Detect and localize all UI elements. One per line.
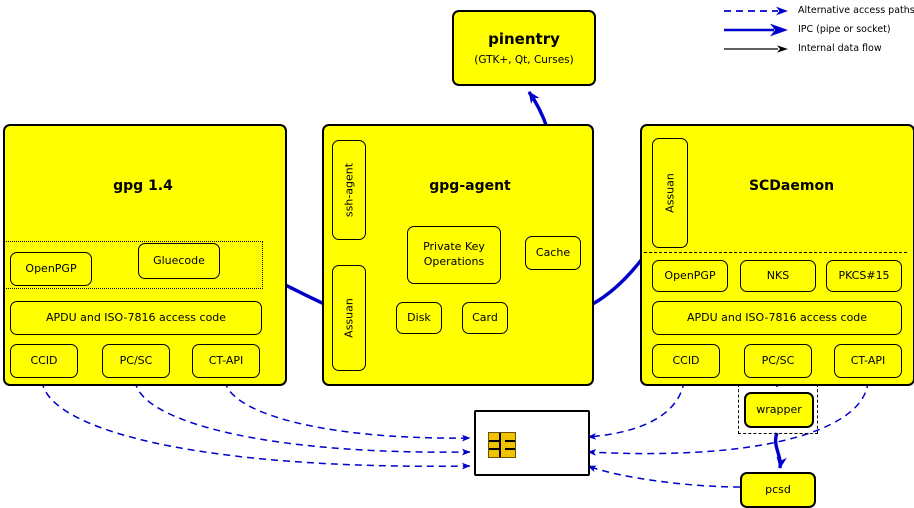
pko-line2: Operations — [423, 255, 485, 268]
legend-label-internal: Internal data flow — [798, 43, 882, 54]
legend-row-ipc: IPC (pipe or socket) — [722, 21, 914, 39]
wrapper-dashed-region — [738, 384, 818, 434]
alt-scd-ctapi-to-card — [587, 380, 869, 456]
panel-scdaemon-title: SCDaemon — [748, 178, 835, 194]
gpgagent-assuan-label: Assuan — [342, 298, 356, 338]
smart-card[interactable] — [474, 410, 590, 476]
scdaemon-assuan-label: Assuan — [663, 173, 677, 213]
gpgagent-sshagent-label: ssh-agent — [342, 162, 356, 218]
gpg-driver-pcsc[interactable]: PC/SC — [102, 344, 170, 378]
scdaemon-driver-ccid[interactable]: CCID — [652, 344, 720, 378]
alt-gpg-ctapi-to-card — [224, 380, 471, 442]
gpg-openpgp-dotted-region — [4, 241, 263, 289]
ipc-arrow-icon — [724, 23, 788, 37]
gpgagent-disk-box[interactable]: Disk — [396, 302, 442, 334]
ipc-wrapper-to-pcsd — [773, 432, 787, 469]
gpg-driver-ctapi[interactable]: CT-API — [192, 344, 260, 378]
smart-card-chip-icon — [488, 432, 516, 458]
panel-gpgagent-title: gpg-agent — [429, 178, 511, 194]
gpgagent-sshagent-box[interactable]: ssh-agent — [332, 140, 366, 240]
wrapper-box[interactable]: wrapper — [744, 392, 814, 428]
gpg-gluecode-box[interactable]: Gluecode — [138, 243, 220, 279]
legend: Alternative access paths IPC (pipe or so… — [722, 2, 914, 58]
pcsd-box[interactable]: pcsd — [740, 472, 816, 508]
scdaemon-assuan-box[interactable]: Assuan — [652, 138, 688, 248]
legend-row-alternative: Alternative access paths — [722, 2, 914, 20]
alt-gpg-pcsc-to-card — [134, 380, 471, 456]
gpgagent-card-box[interactable]: Card — [462, 302, 508, 334]
dashed-arrow-icon — [724, 6, 788, 16]
panel-gpg-title: gpg 1.4 — [113, 178, 173, 194]
pinentry-title: pinentry — [488, 30, 560, 49]
scdaemon-driver-ctapi[interactable]: CT-API — [834, 344, 902, 378]
gpgagent-assuan-box[interactable]: Assuan — [332, 265, 366, 371]
gpg-apdu-box[interactable]: APDU and ISO-7816 access code — [10, 301, 262, 335]
scdaemon-apdu-box[interactable]: APDU and ISO-7816 access code — [652, 301, 902, 335]
alt-scd-ccid-to-card — [587, 380, 685, 440]
scdaemon-divider — [644, 252, 907, 253]
scdaemon-app-pkcs15[interactable]: PKCS#15 — [826, 260, 902, 292]
pko-line1: Private Key — [423, 240, 485, 254]
scdaemon-driver-pcsc[interactable]: PC/SC — [744, 344, 812, 378]
legend-label-ipc: IPC (pipe or socket) — [798, 24, 891, 35]
scdaemon-app-openpgp[interactable]: OpenPGP — [652, 260, 728, 292]
gpg-driver-ccid[interactable]: CCID — [10, 344, 78, 378]
legend-label-alternative: Alternative access paths — [798, 5, 914, 16]
internal-arrow-icon — [724, 45, 788, 53]
gpgagent-private-key-operations-box[interactable]: Private Key Operations — [407, 226, 501, 284]
gpgagent-cache-box[interactable]: Cache — [525, 236, 581, 270]
pinentry-box[interactable]: pinentry (GTK+, Qt, Curses) — [452, 10, 596, 86]
alt-pcsd-to-card — [587, 465, 741, 488]
alt-gpg-ccid-to-card — [41, 380, 471, 470]
legend-row-internal: Internal data flow — [722, 40, 914, 58]
gpg-openpgp-box[interactable]: OpenPGP — [10, 252, 92, 286]
pinentry-subtitle: (GTK+, Qt, Curses) — [474, 53, 574, 66]
scdaemon-app-nks[interactable]: NKS — [740, 260, 816, 292]
